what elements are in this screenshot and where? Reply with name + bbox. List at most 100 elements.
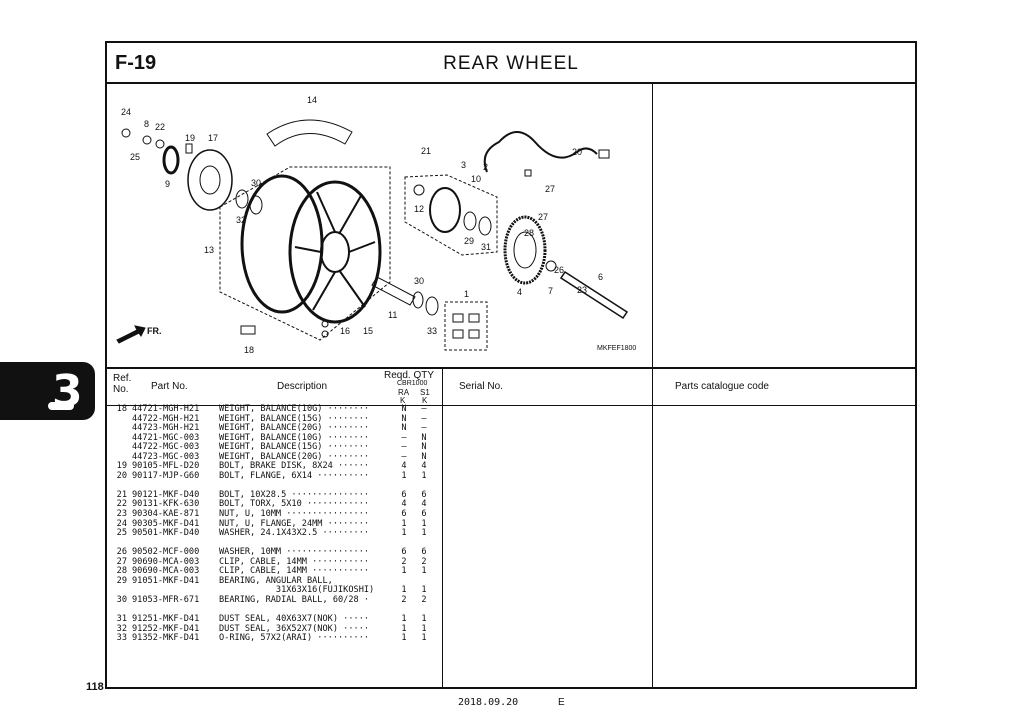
header-reqd-qty: Reqd. QTY [384, 370, 435, 381]
qty-ra-cell: 6 [401, 547, 407, 558]
qty-ra-cell: 4 [401, 461, 407, 472]
illustration-code: MKFEF1800 [597, 345, 636, 352]
description-cell: WEIGHT, BALANCE(20G) ········ [219, 451, 370, 462]
sensor-cable-shape [483, 131, 598, 173]
bolt-16-shape [321, 330, 329, 338]
description-cell: BEARING, RADIAL BALL, 60/28 · [219, 594, 370, 605]
qty-s1-cell: 6 [421, 489, 427, 500]
callout-label: 20 [572, 147, 582, 157]
rear-axle-shape [559, 270, 629, 320]
qty-s1-cell: – [421, 423, 427, 434]
qty-ra-cell: – [401, 442, 407, 453]
description-cell: WEIGHT, BALANCE(15G) ········ [219, 413, 370, 424]
ref-no-cell: 31 [116, 614, 127, 625]
footer-date: 2018.09.20 [458, 697, 519, 708]
table-row: 20 90117-MJP-G60 BOLT, FLANGE, 6X14 ······… [113, 470, 427, 482]
description-cell: DUST SEAL, 40X63X7(NOK) ····· [219, 614, 370, 625]
exploded-diagram-svg: FR. MKFEF1800 24 8 22 25 19 17 9 14 30 3… [116, 95, 636, 355]
ref-no-cell: 18 [116, 404, 127, 414]
washer-7-shape [545, 260, 557, 272]
part-no-cell: 44722-MGC-003 [132, 442, 200, 453]
sprocket-hub [513, 231, 537, 269]
part-no-cell: 91251-MKF-D41 [132, 614, 200, 625]
qty-ra-cell: – [401, 432, 407, 443]
part-no-cell: 91053-MFR-671 [132, 594, 200, 605]
description-cell: WEIGHT, BALANCE(10G) ········ [219, 404, 370, 414]
part-no-cell: 44723-MGH-H21 [132, 423, 200, 434]
part-no-cell: 90690-MCA-003 [132, 566, 200, 577]
part-no-cell: 44722-MGH-H21 [132, 413, 200, 424]
chapter-tab: 3 [0, 362, 95, 420]
seal-31-shape [478, 216, 492, 236]
description-cell: CLIP, CABLE, 14MM ··········· [219, 566, 370, 577]
damper-piece-a [452, 313, 464, 323]
washer-8-shape [142, 135, 152, 145]
header-k1: K [400, 396, 406, 405]
callout-label: 12 [414, 204, 424, 214]
qty-s1-cell: N [421, 432, 427, 443]
ref-no-cell: 24 [116, 518, 127, 529]
qty-s1-cell: 2 [421, 556, 427, 567]
callout-label: 13 [204, 245, 214, 255]
part-no-cell: 90690-MCA-003 [132, 556, 200, 567]
qty-s1-cell: 4 [421, 461, 427, 472]
section-code: F-19 [115, 52, 157, 74]
callout-labels: 24 8 22 25 19 17 9 14 30 32 13 21 3 10 1… [121, 95, 603, 355]
qty-s1-cell: 1 [421, 528, 427, 539]
qty-s1-cell: – [421, 413, 427, 424]
qty-s1-cell: 1 [421, 623, 427, 634]
qty-s1-cell: 1 [421, 614, 427, 625]
ref-no-cell: 25 [116, 528, 127, 539]
column-divider-serial [652, 367, 653, 687]
callout-label: 23 [577, 285, 587, 295]
description-cell: BOLT, FLANGE, 6X14 ·········· [219, 470, 370, 481]
callout-label: 31 [481, 242, 491, 252]
ref-no-cell: 20 [116, 470, 127, 481]
chapter-tab-accent [48, 402, 74, 410]
brake-disk-shape [187, 149, 233, 211]
brake-disk-hub [199, 165, 221, 195]
qty-ra-cell: N [401, 413, 407, 424]
page-number: 118 [86, 681, 104, 693]
qty-ra-cell: 1 [401, 470, 407, 481]
qty-ra-cell: 1 [401, 633, 407, 644]
qty-ra-cell: 6 [401, 509, 407, 520]
description-cell: BOLT, BRAKE DISK, 8X24 ······ [219, 461, 370, 472]
callout-label: 9 [165, 179, 170, 189]
description-cell: BOLT, TORX, 5X10 ············ [219, 499, 370, 510]
ref-no-cell: 22 [116, 499, 127, 510]
qty-s1-cell: 6 [421, 547, 427, 558]
wheel-assembly-outline [219, 166, 391, 341]
section-title: REAR WHEEL [443, 53, 579, 74]
qty-s1-cell: 1 [421, 566, 427, 577]
ref-no-cell: 32 [116, 623, 127, 634]
wheel-spokes [294, 191, 376, 311]
callout-label: 30 [251, 178, 261, 188]
ref-no-cell: 28 [116, 566, 127, 577]
part-no-cell: 44723-MGC-003 [132, 451, 200, 462]
ref-no-cell: 30 [116, 594, 127, 605]
callout-label: 29 [464, 236, 474, 246]
table-row: 44723-MGC-003 WEIGHT, BALANCE(20G) ······… [113, 451, 427, 463]
part-no-cell: 90117-MJP-G60 [132, 470, 200, 481]
description-cell: DUST SEAL, 36X52X7(NOK) ····· [219, 623, 370, 634]
callout-label: 28 [524, 228, 534, 238]
part-no-cell: 90501-MKF-D40 [132, 528, 200, 539]
qty-ra-cell: 1 [401, 585, 407, 596]
illustration-blank-panel [652, 82, 916, 367]
ref-no-cell: 21 [116, 489, 127, 500]
qty-s1-cell: N [421, 451, 427, 462]
callout-label: 21 [421, 146, 431, 156]
bolt-19-shape [185, 143, 193, 154]
front-label: FR. [147, 326, 162, 336]
header-catalogue-code: Parts catalogue code [675, 381, 769, 392]
wheel-hub [320, 231, 350, 273]
title-row: F-19 REAR WHEEL [107, 43, 915, 84]
exploded-diagram: FR. MKFEF1800 24 8 22 25 19 17 9 14 30 3… [107, 82, 652, 367]
